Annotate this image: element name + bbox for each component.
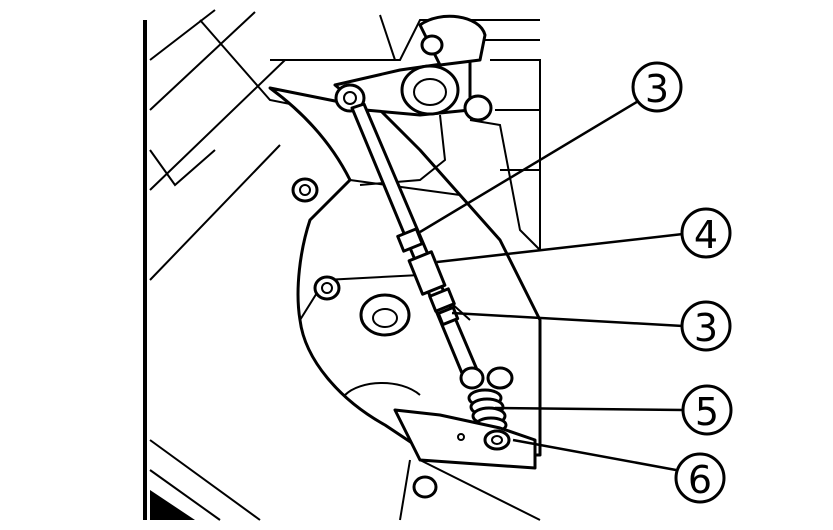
callout-4: 4 [680,207,732,259]
callout-label: 6 [688,458,712,502]
lower-bracket [393,408,541,521]
upper-pivot-bracket [333,14,493,186]
callout-label: 3 [694,306,718,350]
callout-label: 4 [694,213,718,257]
callout-5: 5 [681,384,733,436]
callout-3-upper: 3 [631,61,683,113]
callout-6: 6 [674,452,726,504]
leader-lines [419,98,685,472]
callout-label: 3 [645,67,669,111]
callout-label: 5 [695,390,719,434]
adjusting-rod [350,102,485,390]
callout-3-lower: 3 [680,300,732,352]
